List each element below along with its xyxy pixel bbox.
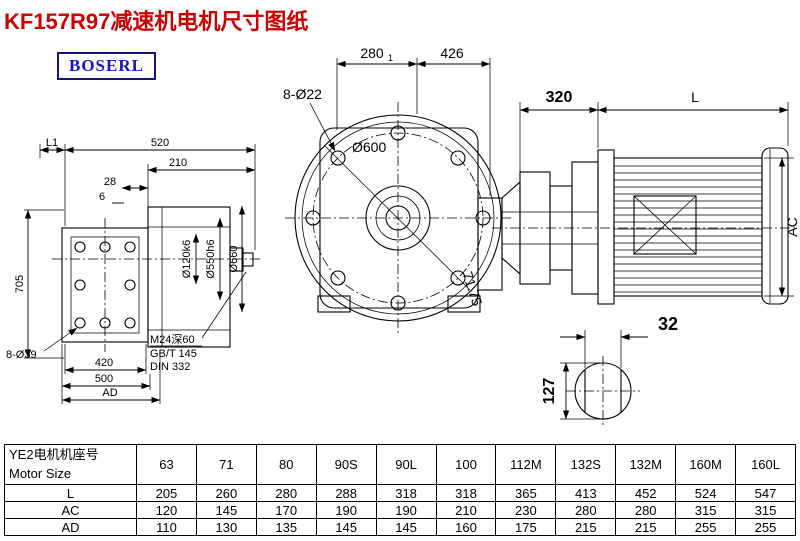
left-side-view: L1 520 210 28 6 705 8-Ø39 420 500 [6, 137, 262, 404]
dim-280-label: 280 [360, 45, 384, 61]
dim-AC-label: AC [784, 217, 800, 236]
name-plate [633, 195, 697, 255]
dim-320-label: 320 [546, 89, 573, 106]
col-header: 160M [675, 444, 737, 485]
gear-housing [147, 206, 231, 348]
cell: 315 [735, 501, 796, 519]
input-side [477, 197, 503, 291]
dim-280-tolerance: 1 [388, 53, 393, 63]
front-view: Ø600 71.75 280 1 426 8-Ø22 [283, 45, 512, 336]
dim-127-label: 127 [541, 378, 558, 405]
bolt-hole [74, 241, 86, 253]
col-header: 90S [315, 444, 377, 485]
cell: 547 [735, 484, 796, 502]
motor-size-header-cell: YE2电机机座号 Motor Size [4, 444, 137, 485]
cell: 260 [195, 484, 257, 502]
col-header: 63 [136, 444, 197, 485]
cell: 230 [495, 501, 557, 519]
cell: 318 [435, 484, 497, 502]
cell: 130 [195, 518, 257, 536]
cell: 135 [255, 518, 317, 536]
dim-32-label: 32 [658, 314, 678, 334]
dim-520-label: 520 [151, 137, 169, 149]
dim-8xd22-label: 8-Ø22 [283, 86, 322, 102]
note-gbt-label: GB/T 145 [150, 348, 197, 360]
col-header: 132M [615, 444, 677, 485]
dim-AD-label: AD [102, 387, 117, 399]
header-cn: YE2电机机座号 [9, 447, 99, 463]
motor-fins [614, 165, 762, 293]
cell: 145 [195, 501, 257, 519]
cell: 145 [315, 518, 377, 536]
table-row-AD: AD 110 130 135 145 145 160 175 215 215 2… [4, 518, 796, 536]
cell: 315 [675, 501, 737, 519]
dim-705-label: 705 [14, 275, 26, 293]
row-label: AC [4, 501, 137, 519]
cell: 280 [255, 484, 317, 502]
shaft-section-view: 32 127 [541, 314, 678, 426]
dim-L-label: L [691, 89, 699, 105]
cell: 120 [136, 501, 197, 519]
col-header: 100 [435, 444, 497, 485]
cell: 175 [495, 518, 557, 536]
note-tap-label: M24深60 [150, 333, 195, 346]
dim-8xd39-label: 8-Ø39 [6, 349, 37, 361]
cell: 205 [136, 484, 197, 502]
col-header: 160L [735, 444, 796, 485]
fan-cowl [761, 147, 789, 305]
cell: 288 [315, 484, 377, 502]
col-header: 71 [195, 444, 257, 485]
cell: 110 [136, 518, 197, 536]
foot-right [447, 295, 481, 313]
cell: 190 [375, 501, 437, 519]
cell: 210 [435, 501, 497, 519]
brand-logo: BOSERL [57, 52, 156, 80]
dim-6-label: 6 [99, 191, 105, 203]
cell: 524 [675, 484, 737, 502]
col-header: 90L [375, 444, 437, 485]
dim-d600-label: Ø600 [352, 139, 386, 155]
cell: 190 [315, 501, 377, 519]
table-row-AC: AC 120 145 170 190 190 210 230 280 280 3… [4, 501, 796, 519]
cell: 365 [495, 484, 557, 502]
table-row-L: L 205 260 280 288 318 318 365 413 452 52… [4, 484, 796, 502]
cell: 170 [255, 501, 317, 519]
cell: 280 [555, 501, 617, 519]
header-en: Motor Size [9, 465, 72, 481]
row-label: L [4, 484, 137, 502]
cell: 215 [555, 518, 617, 536]
dim-L1-label: L1 [46, 137, 58, 149]
cell: 318 [375, 484, 437, 502]
motor-side-view: 320 L AC [492, 89, 800, 305]
col-header: 112M [495, 444, 557, 485]
table-header-row: YE2电机机座号 Motor Size 63 71 80 90S 90L 100… [4, 444, 796, 485]
col-header: 80 [255, 444, 317, 485]
motor-dimension-table: YE2电机机座号 Motor Size 63 71 80 90S 90L 100… [4, 444, 796, 536]
cell: 255 [675, 518, 737, 536]
dim-420-label: 420 [95, 357, 113, 369]
cell: 145 [375, 518, 437, 536]
dim-426-label: 426 [440, 45, 464, 61]
dim-210-label: 210 [169, 157, 187, 169]
dim-500-label: 500 [95, 373, 113, 385]
page-title: KF157R97减速机电机尺寸图纸 [4, 9, 309, 34]
row-label: AD [4, 518, 137, 536]
cell: 452 [615, 484, 677, 502]
motor-bell [597, 149, 615, 305]
cell: 255 [735, 518, 796, 536]
foot-left [317, 295, 351, 313]
brand-logo-text: BOSERL [69, 56, 144, 75]
dim-flange-dia-label: Ø660 [228, 246, 240, 273]
col-header: 132S [555, 444, 617, 485]
dim-spigot-dia-label: Ø550h6 [205, 239, 217, 278]
dim-shaft-dia-label: Ø120k6 [181, 240, 193, 279]
cell: 280 [615, 501, 677, 519]
cell: 215 [615, 518, 677, 536]
cell: 413 [555, 484, 617, 502]
dim-28-label: 28 [104, 176, 116, 188]
cell: 160 [435, 518, 497, 536]
note-din-label: DIN 332 [150, 361, 190, 373]
motor-body [613, 157, 763, 297]
